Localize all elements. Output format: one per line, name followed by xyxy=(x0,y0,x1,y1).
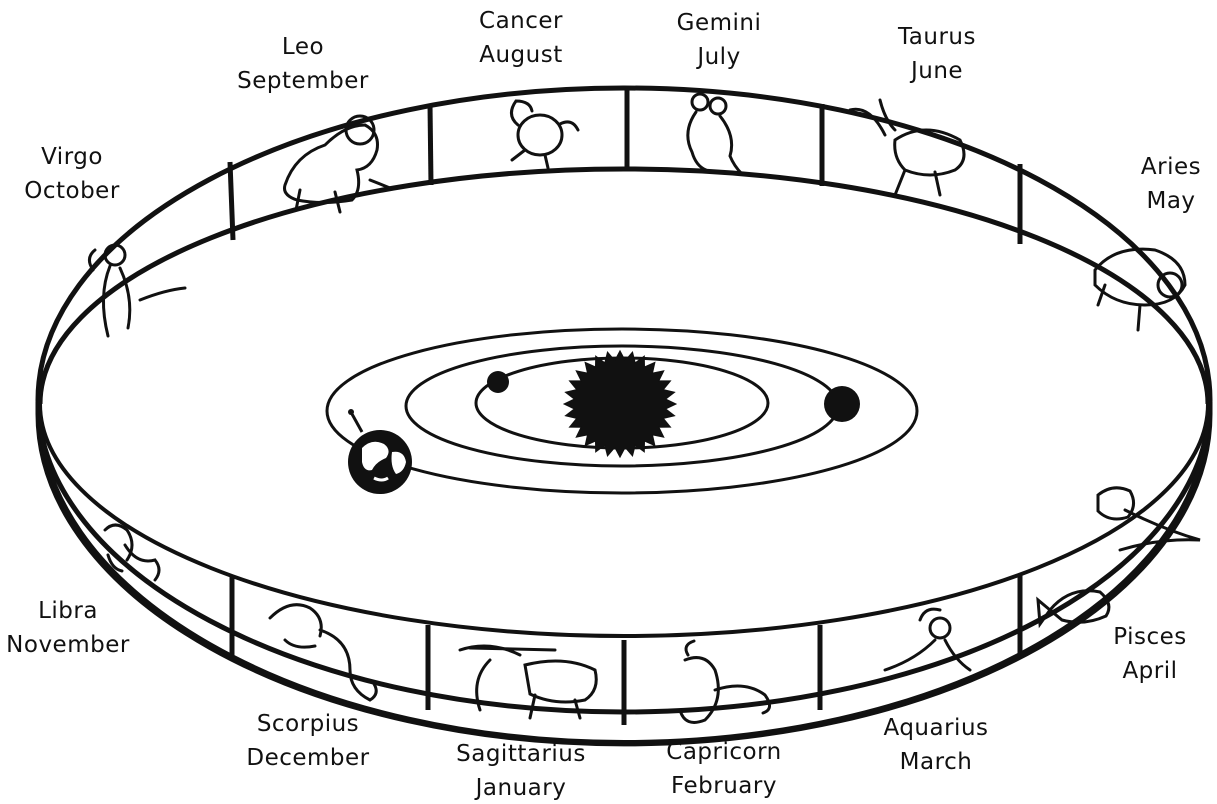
sign-month: October xyxy=(24,174,120,208)
sign-name: Pisces xyxy=(1113,620,1187,654)
sign-name: Capricorn xyxy=(666,735,781,769)
label-pisces: Pisces April xyxy=(1113,620,1187,688)
label-sagittarius: Sagittarius January xyxy=(456,737,586,804)
label-leo: Leo September xyxy=(237,30,369,98)
sign-name: Libra xyxy=(6,594,130,628)
sign-month: September xyxy=(237,64,369,98)
label-virgo: Virgo October xyxy=(24,140,120,208)
label-capricorn: Capricorn February xyxy=(666,735,781,803)
sign-month: March xyxy=(883,745,988,779)
label-cancer: Cancer August xyxy=(479,4,563,72)
sign-name: Aquarius xyxy=(883,711,988,745)
sign-month: August xyxy=(479,38,563,72)
label-scorpius: Scorpius December xyxy=(246,707,369,775)
sign-name: Scorpius xyxy=(246,707,369,741)
label-taurus: Taurus June xyxy=(898,20,976,88)
sign-month: November xyxy=(6,628,130,662)
label-libra: Libra November xyxy=(6,594,130,662)
sign-month: December xyxy=(246,741,369,775)
sign-month: January xyxy=(456,771,586,804)
sign-name: Aries xyxy=(1141,150,1201,184)
sign-name: Cancer xyxy=(479,4,563,38)
sign-month: June xyxy=(898,54,976,88)
sign-name: Gemini xyxy=(677,6,762,40)
sign-name: Sagittarius xyxy=(456,737,586,771)
sign-month: May xyxy=(1141,184,1201,218)
label-aries: Aries May xyxy=(1141,150,1201,218)
sign-month: April xyxy=(1113,654,1187,688)
sign-name: Taurus xyxy=(898,20,976,54)
label-aquarius: Aquarius March xyxy=(883,711,988,779)
label-gemini: Gemini July xyxy=(677,6,762,74)
sign-name: Leo xyxy=(237,30,369,64)
sign-name: Virgo xyxy=(24,140,120,174)
sign-month: February xyxy=(666,769,781,803)
sign-month: July xyxy=(677,40,762,74)
